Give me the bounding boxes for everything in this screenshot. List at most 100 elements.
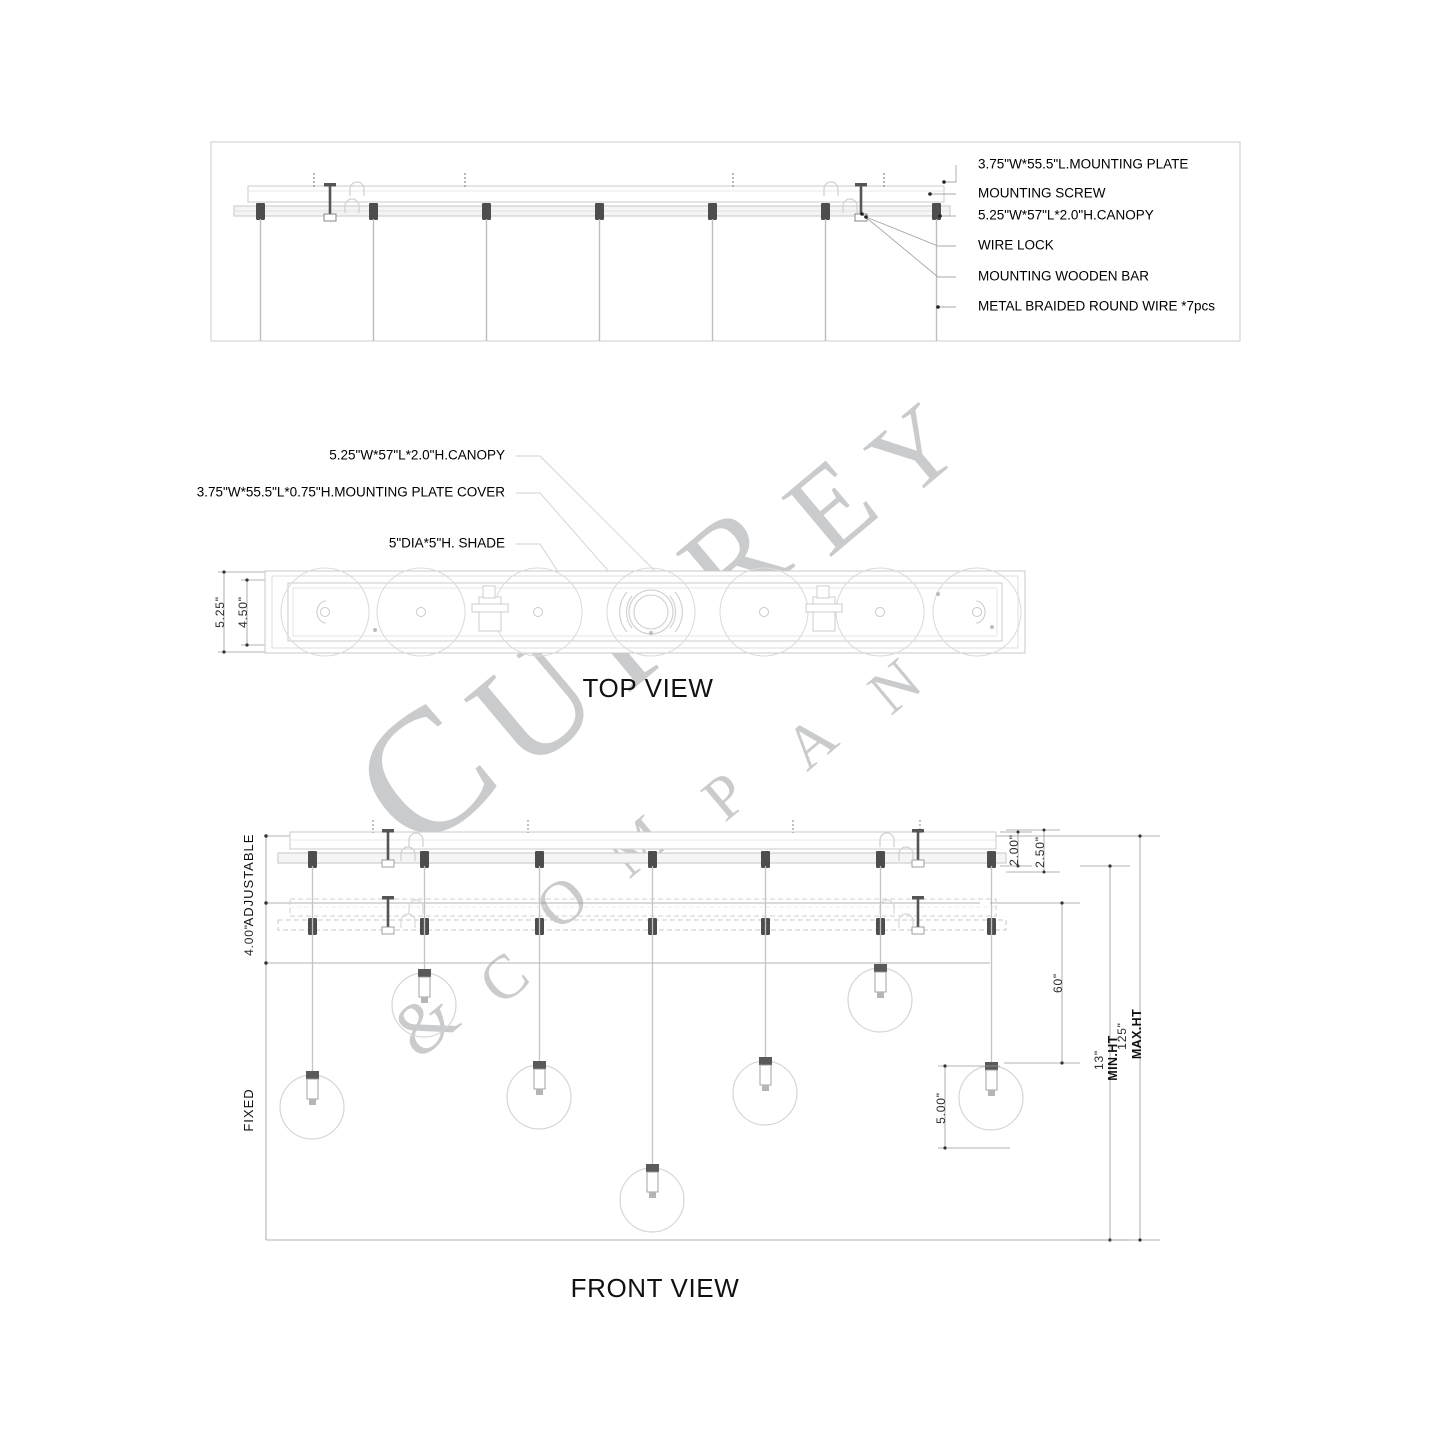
u-clip <box>823 181 839 196</box>
top-view-canopy <box>264 570 1026 654</box>
top-view-hardware-group <box>471 585 843 632</box>
u-clip <box>344 198 360 213</box>
shade-plan <box>932 567 1022 657</box>
u-clip <box>898 913 914 928</box>
dim-shade-diameter-lines <box>938 1065 1010 1149</box>
u-clip <box>898 846 914 861</box>
lower-canopy-ghost <box>277 919 1007 931</box>
wire-drop <box>482 203 491 341</box>
top-view-endcap-group <box>316 600 986 624</box>
wire-lock-upper <box>648 851 657 868</box>
callout-mounting-wooden-bar: MOUNTING WOODEN BAR <box>978 269 1149 284</box>
wire-lock <box>369 203 378 220</box>
wire-lock <box>708 203 717 220</box>
top-view-center-bulb <box>619 589 683 635</box>
wire-drop <box>595 203 604 341</box>
label-fixed: FIXED <box>241 1088 256 1131</box>
wire-lock <box>482 203 491 220</box>
top-view-title: TOP VIEW <box>583 673 714 703</box>
dim-canopy-stack-lines <box>1000 829 1060 873</box>
dim-canopy-stack-dots <box>1016 828 1046 874</box>
wire-lock-upper <box>761 851 770 868</box>
mounting-hardware-plan <box>471 585 509 632</box>
u-clip <box>408 899 424 914</box>
dim-min-height-value: 13" <box>1092 1050 1106 1070</box>
leader-canopy <box>516 455 663 579</box>
socket-hole <box>972 607 982 617</box>
u-clip <box>408 832 424 847</box>
socket-hole <box>416 607 426 617</box>
mounting-hardware-plan <box>805 585 843 632</box>
callout-mounting-screw: MOUNTING SCREW <box>978 186 1106 201</box>
wire-lock <box>821 203 830 220</box>
wire-lock-upper <box>420 851 429 868</box>
dim-max-height-dots <box>1138 834 1142 1242</box>
detail-leader-lines <box>861 165 957 308</box>
upper-bolt-group <box>381 829 925 868</box>
dim-canopy-plate-height: 2.50" <box>1033 836 1047 868</box>
dim-canopy-width: 4.50" <box>236 596 250 628</box>
dim-shade-diameter-dots <box>943 1064 947 1150</box>
wire-lock-upper <box>876 851 885 868</box>
label-adjustable: ADJUSTABLE <box>241 834 256 927</box>
top-callout-canopy: 5.25"W*57"L*2.0"H.CANOPY <box>329 448 505 463</box>
pendant <box>619 851 685 1233</box>
socket-hole <box>320 607 330 617</box>
wire-drop <box>369 203 378 341</box>
dim-standard-drop-dots <box>1060 901 1064 1065</box>
shade-plan <box>606 567 696 657</box>
dim-overall-width: 5.25" <box>213 596 227 628</box>
wire-drop <box>256 203 265 341</box>
top-view-leader-lines <box>516 455 663 579</box>
u-clip-group <box>344 181 858 213</box>
through-bolt <box>323 183 337 222</box>
top-callout-mounting-plate-cover: 3.75"W*55.5"L*0.75"H.MOUNTING PLATE COVE… <box>197 485 505 500</box>
leader-wire-lock <box>865 216 956 247</box>
dim-standard-drop: 60" <box>1051 973 1065 993</box>
socket-hardware <box>985 1062 998 1096</box>
front-view-side-dots <box>264 834 268 965</box>
socket-hardware <box>646 1164 659 1198</box>
through-bolt <box>381 896 395 935</box>
leader-shade <box>516 543 563 579</box>
dim-max-height-lines <box>1110 835 1160 1241</box>
callout-canopy: 5.25"W*57"L*2.0"H.CANOPY <box>978 208 1154 223</box>
pendant <box>506 851 572 1130</box>
callout-wire-lock: WIRE LOCK <box>978 238 1054 253</box>
dim-shade-diameter: 5.00" <box>934 1092 948 1124</box>
canopy-bar <box>233 205 951 217</box>
callout-metal-braided-wire: METAL BRAIDED ROUND WIRE *7pcs <box>978 299 1215 314</box>
dim-adjust-drop: 4.00" <box>242 924 256 956</box>
wire-lock <box>256 203 265 220</box>
socket-hardware <box>418 969 431 1003</box>
u-clip <box>349 181 365 196</box>
leader-mounting-plate <box>944 165 957 183</box>
dim-min-height-label: MIN.HT <box>1106 1035 1120 1080</box>
top-view-dim-dots <box>222 570 249 654</box>
socket-hardware <box>306 1071 319 1105</box>
socket-hole <box>759 607 769 617</box>
pendant <box>732 851 798 1126</box>
endcap-mark <box>316 600 327 624</box>
dim-max-height-label: MAX.HT <box>1130 1009 1144 1059</box>
pendant-group <box>279 851 1024 1233</box>
lower-bolt-group <box>381 896 925 935</box>
dim-standard-drop-lines <box>990 902 1080 1064</box>
pendant <box>279 851 345 1140</box>
endcap-mark <box>975 600 986 624</box>
top-view-pin-dots <box>373 592 994 635</box>
top-callout-shade: 5"DIA*5"H. SHADE <box>389 536 505 551</box>
wire-drop <box>821 203 830 341</box>
through-bolt <box>911 896 925 935</box>
wire-lock-upper <box>308 851 317 868</box>
through-bolt <box>911 829 925 868</box>
shade-plan <box>376 567 466 657</box>
socket-hardware <box>533 1061 546 1095</box>
shade-plan <box>280 567 370 657</box>
pendant <box>958 851 1024 1131</box>
callout-mounting-plate: 3.75"W*55.5"L.MOUNTING PLATE <box>978 157 1188 172</box>
